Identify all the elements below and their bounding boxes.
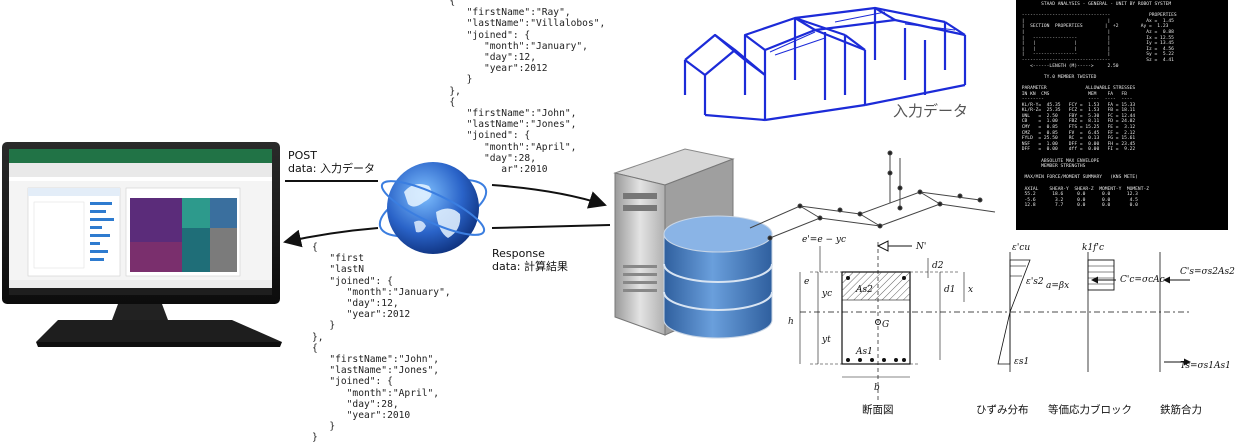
label-yc: yc <box>821 289 832 299</box>
label-x: x <box>968 285 973 295</box>
label-eps-cu: ε'cu <box>1012 243 1030 253</box>
input-data-caption: 入力データ <box>893 102 969 120</box>
label-Cs: C's=σs2As2 <box>1180 267 1235 277</box>
database-icon <box>663 215 773 339</box>
response-arrow-line <box>491 224 611 229</box>
post-label: POST data: 入力データ <box>288 149 375 175</box>
label-k1fc: k1f'c <box>1082 243 1104 253</box>
frame-structure-model <box>683 6 967 122</box>
json-request-snippet: { "firstName":"Ray", "lastName":"Villalo… <box>449 0 606 176</box>
arrows-layer <box>283 180 611 248</box>
analysis-terminal: STAAD ANALYSIS - GENERAL - UNIT BY ROBOT… <box>1016 0 1228 230</box>
label-eps-s1: εs1 <box>1014 357 1029 367</box>
label-Cc: C'c=σcAc <box>1120 275 1165 285</box>
rc-section-diagram: As2 As1 G e yc yt h b e'=e − yc N' d2 d1… <box>788 235 1235 416</box>
label-As1: As1 <box>855 347 873 357</box>
request-arrow <box>491 184 607 209</box>
response-label: Response data: 計算結果 <box>492 247 568 273</box>
caption-rebar-force: 鉄筋合力 <box>1160 403 1202 416</box>
label-a-beta: a=βx <box>1046 281 1069 291</box>
label-d2: d2 <box>932 261 944 271</box>
globe-icon <box>378 162 488 254</box>
wireframe-model <box>749 150 996 241</box>
label-e: e <box>804 277 809 287</box>
label-Ts: Ts=σs1As1 <box>1180 361 1231 371</box>
caption-strain: ひずみ分布 <box>976 404 1029 416</box>
monitor-icon <box>2 142 282 347</box>
label-h: h <box>788 317 794 327</box>
caption-section: 断面図 <box>862 403 894 416</box>
label-d1: d1 <box>944 285 956 295</box>
terminal-output: STAAD ANALYSIS - GENERAL - UNIT BY ROBOT… <box>1021 2 1177 209</box>
label-e-prime: e'=e − yc <box>802 235 846 245</box>
label-b: b <box>874 383 880 393</box>
label-eps-s2: ε's2 <box>1026 277 1044 287</box>
caption-stress-block: 等価応力ブロック <box>1048 403 1132 416</box>
label-yt: yt <box>821 335 831 345</box>
label-As2: As2 <box>855 285 873 295</box>
response-return-arrow <box>283 227 379 248</box>
label-G: G <box>882 320 889 330</box>
label-N-prime: N' <box>915 242 926 252</box>
